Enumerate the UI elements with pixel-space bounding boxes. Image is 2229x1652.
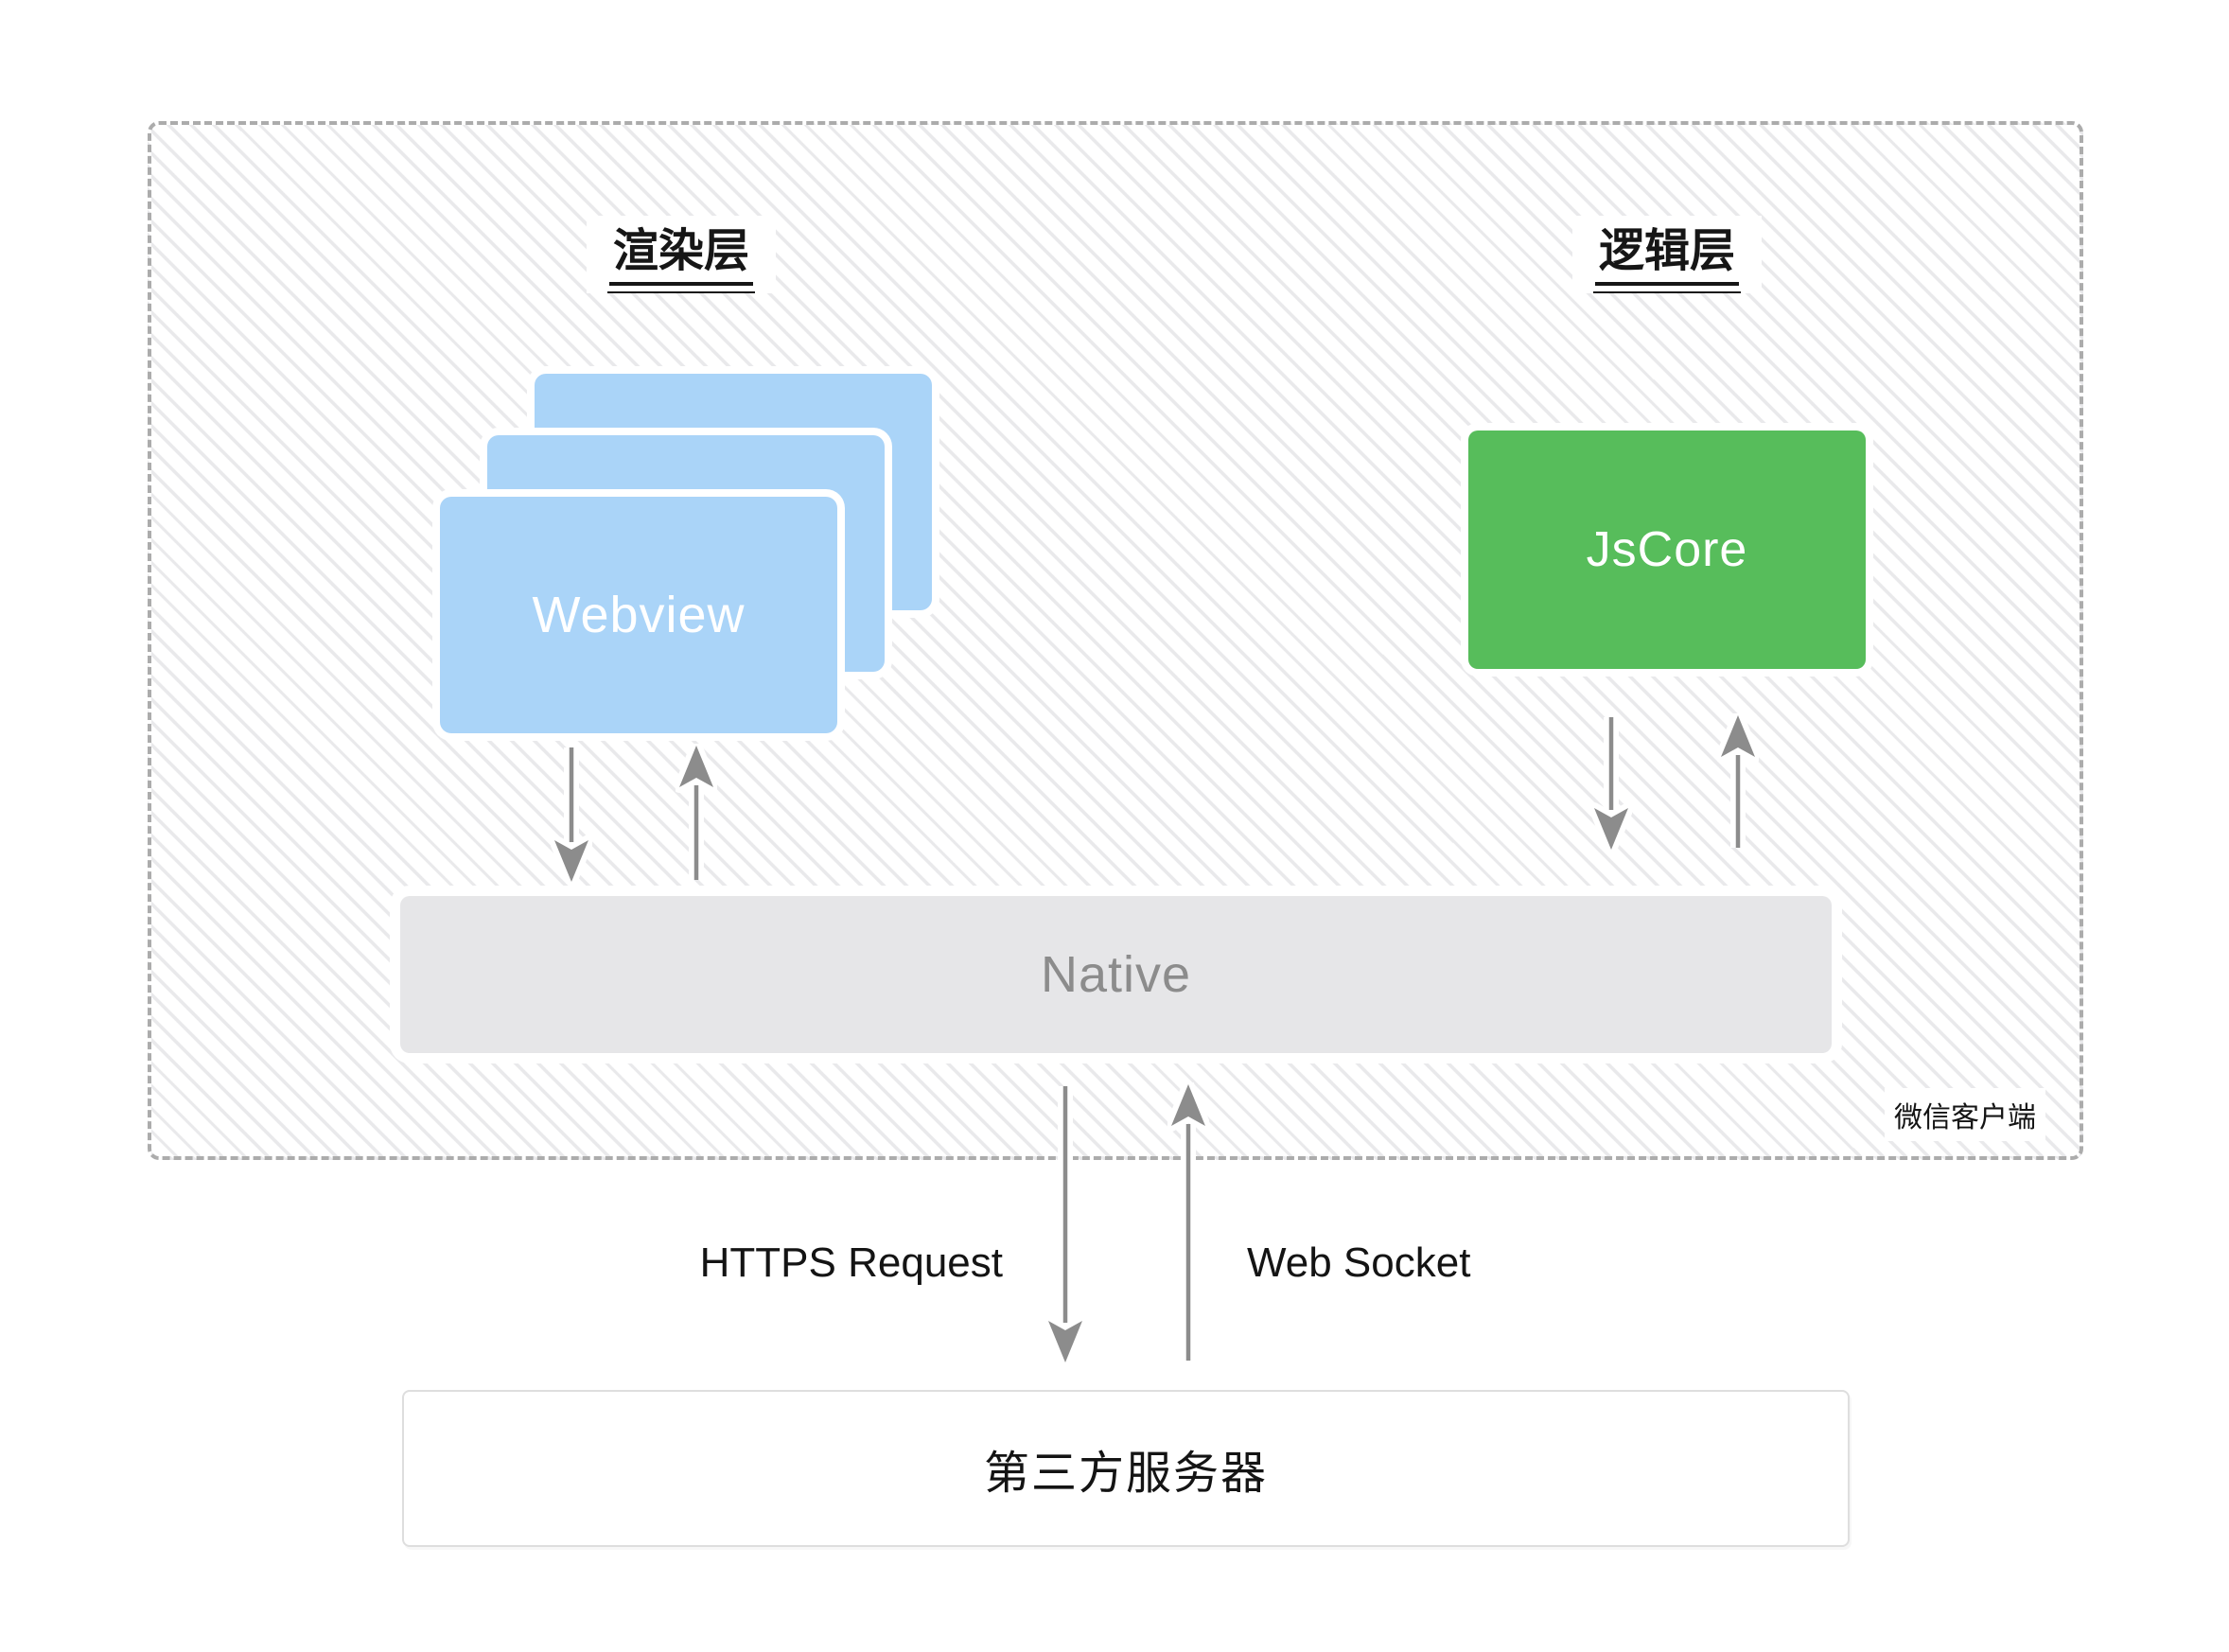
webview-card-front: Webview <box>440 497 837 733</box>
https-request-arrow-down-icon <box>1044 1086 1086 1364</box>
wechat-client-label: 微信客户端 <box>1885 1088 2045 1141</box>
web-socket-label: Web Socket <box>1247 1239 1471 1286</box>
native-bar: Native <box>400 896 1832 1053</box>
jscore-label: JsCore <box>1586 522 1748 577</box>
third-party-server-label: 第三方服务器 <box>983 1449 1268 1499</box>
jscore-to-native-arrow-down-icon <box>1590 717 1632 852</box>
web-socket-arrow-up-icon <box>1167 1082 1209 1361</box>
third-party-server-box: 第三方服务器 <box>402 1390 1850 1547</box>
https-request-label: HTTPS Request <box>699 1239 1003 1286</box>
webview-to-native-arrow-down-icon <box>551 747 592 884</box>
native-to-jscore-arrow-up-icon <box>1717 713 1759 848</box>
render-layer-title: 渲染层 <box>586 216 777 294</box>
logic-layer-title-text: 逻辑层 <box>1594 225 1740 287</box>
logic-layer-title: 逻辑层 <box>1571 216 1763 294</box>
jscore-box: JsCore <box>1468 431 1866 669</box>
render-layer-title-text: 渲染层 <box>608 225 754 287</box>
native-label: Native <box>1040 946 1192 1003</box>
native-to-webview-arrow-up-icon <box>676 744 717 880</box>
webview-label: Webview <box>532 587 746 643</box>
